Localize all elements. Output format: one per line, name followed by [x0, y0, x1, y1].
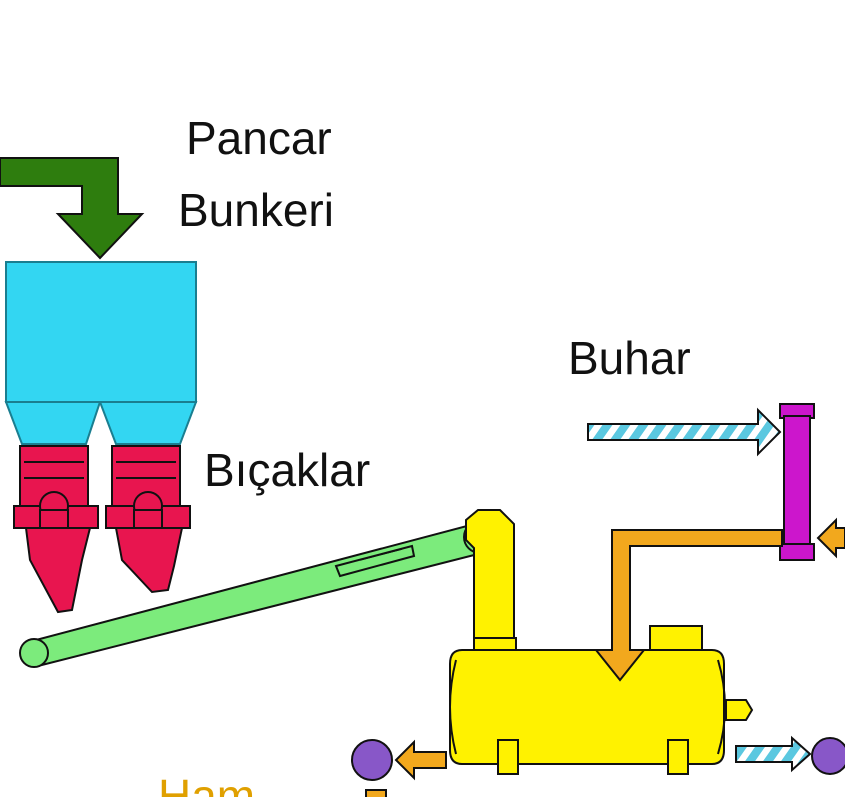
steam-inlet-arrow	[587, 407, 782, 457]
knife-unit-left	[13, 445, 99, 614]
label-bunker-line2: Bunkeri	[178, 184, 334, 236]
outlet-arrow-left	[394, 739, 447, 781]
label-cut-off: Ham	[158, 770, 255, 797]
bunker-hopper-left	[4, 401, 102, 445]
feed-arrow	[0, 157, 145, 260]
right-inlet-arrow	[816, 517, 845, 559]
label-bunker-line1: Pancar	[186, 112, 332, 164]
bunker-body	[5, 261, 197, 403]
scalder-tank	[449, 509, 754, 775]
steam-pipe	[593, 529, 783, 682]
pump-right	[811, 737, 845, 775]
outlet-arrow-right	[735, 735, 812, 773]
label-knives: Bıçaklar	[204, 444, 370, 496]
pump-left	[351, 739, 393, 781]
conveyor-belt	[19, 520, 497, 668]
bottom-pipe-stub	[365, 789, 387, 797]
bunker-hopper-right	[98, 401, 198, 445]
label-steam: Buhar	[568, 332, 691, 384]
knife-unit-right	[105, 445, 191, 594]
steam-header	[779, 403, 815, 561]
